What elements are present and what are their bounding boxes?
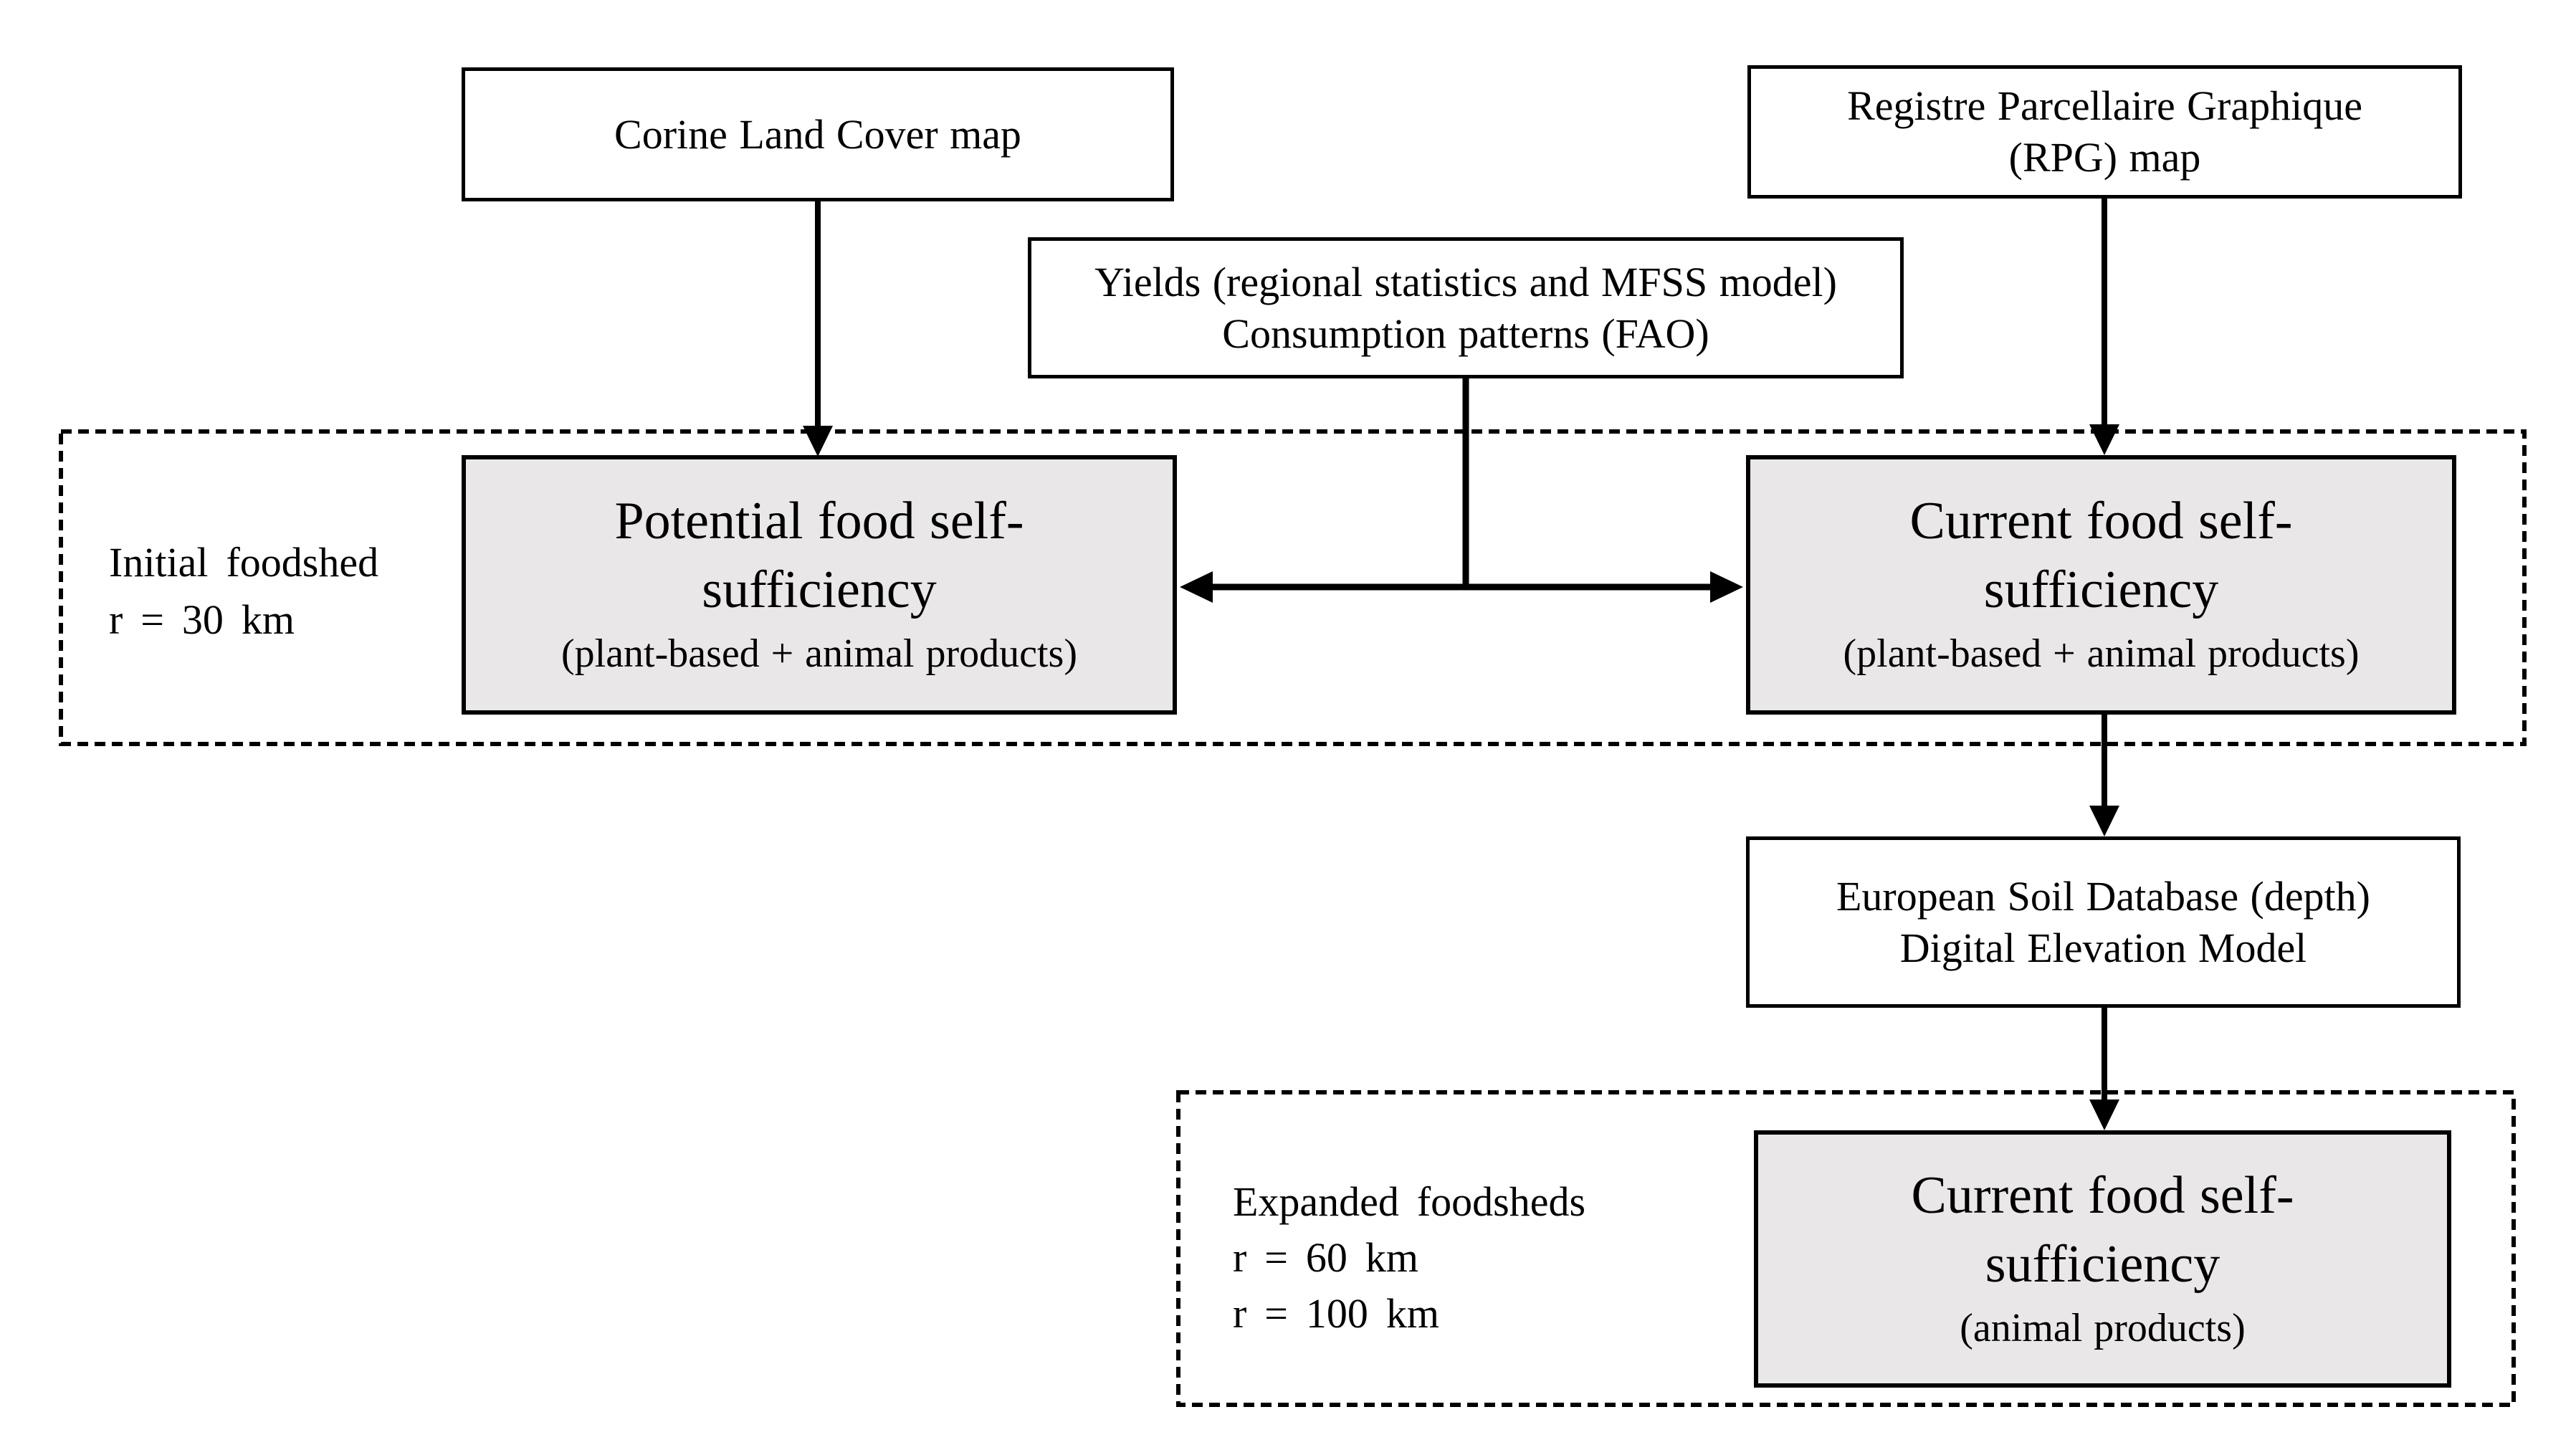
node-yields-label-line1: Yields (regional statistics and MFSS mod… — [1094, 258, 1837, 305]
node-corine-land-cover: Corine Land Cover map — [462, 67, 1174, 201]
arrow-soil-to-current-animal — [2089, 1008, 2119, 1130]
node-corine-label: Corine Land Cover map — [614, 110, 1021, 158]
node-current-food-self-sufficiency-animal: Current food self- sufficiency (animal p… — [1754, 1130, 2451, 1388]
expanded-foodsheds-line3: r = 100 km — [1233, 1290, 1439, 1337]
node-yields-consumption: Yields (regional statistics and MFSS mod… — [1028, 237, 1904, 378]
label-expanded-foodsheds: Expanded foodsheds r = 60 km r = 100 km — [1233, 1174, 1585, 1342]
arrowhead-down-icon — [2089, 1099, 2119, 1130]
label-initial-foodshed: Initial foodshed r = 30 km — [109, 534, 378, 649]
arrowhead-right-icon — [1710, 571, 1743, 603]
initial-foodshed-line1: Initial foodshed — [109, 539, 379, 586]
node-rpg-map: Registre Parcellaire Graphique (RPG) map — [1747, 65, 2462, 199]
current-title-line2: sufficiency — [1983, 560, 2219, 619]
node-potential-food-self-sufficiency: Potential food self- sufficiency (plant-… — [462, 455, 1177, 715]
current-animal-title-line1: Current food self- — [1911, 1165, 2294, 1225]
node-rpg-label-line2: (RPG) map — [2008, 134, 2201, 181]
arrow-current-to-soil — [2089, 715, 2119, 836]
current-subtitle: (plant-based + animal products) — [1843, 631, 2360, 676]
potential-title-line1: Potential food self- — [614, 492, 1024, 550]
node-current-food-self-sufficiency: Current food self- sufficiency (plant-ba… — [1746, 455, 2456, 715]
arrow-rpg-to-current — [2089, 199, 2119, 455]
current-title-line1: Current food self- — [1909, 492, 2293, 550]
arrowhead-down-icon — [803, 426, 833, 457]
arrow-yields-to-both — [1180, 378, 1743, 603]
soil-label-line2: Digital Elevation Model — [1899, 924, 2307, 971]
current-animal-subtitle: (animal products) — [1960, 1305, 2246, 1350]
expanded-foodsheds-line2: r = 60 km — [1233, 1234, 1418, 1281]
node-rpg-label-line1: Registre Parcellaire Graphique — [1847, 82, 2362, 129]
current-animal-title-line2: sufficiency — [1985, 1234, 2220, 1294]
initial-foodshed-line2: r = 30 km — [109, 596, 295, 643]
arrowhead-left-icon — [1180, 571, 1213, 603]
potential-subtitle: (plant-based + animal products) — [560, 631, 1077, 676]
node-soil-database-dem: European Soil Database (depth) Digital E… — [1746, 836, 2461, 1008]
arrow-corine-to-potential — [803, 201, 833, 457]
arrowhead-down-icon — [2089, 424, 2119, 455]
arrowhead-down-icon — [2089, 806, 2119, 836]
soil-label-line1: European Soil Database (depth) — [1836, 872, 2370, 920]
node-yields-label-line2: Consumption patterns (FAO) — [1222, 310, 1709, 357]
expanded-foodsheds-line1: Expanded foodsheds — [1233, 1178, 1586, 1225]
potential-title-line2: sufficiency — [702, 560, 937, 619]
